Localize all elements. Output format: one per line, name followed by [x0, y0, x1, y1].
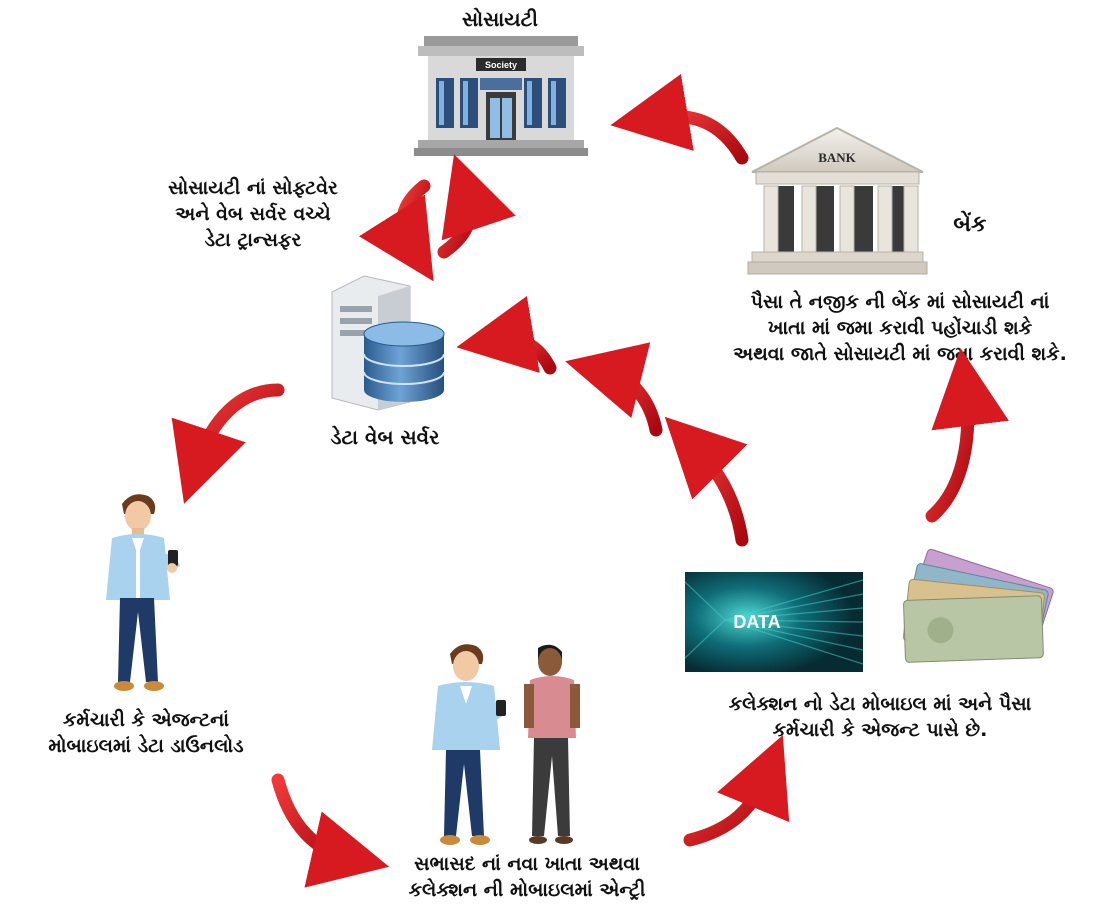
arrow-collection-to-server-1 [664, 416, 749, 547]
money-icon [890, 548, 1060, 676]
arrow-collection-to-server-2 [565, 342, 663, 437]
sync-label-line-1: સોસાયટી નાં સોફ્ટવેર [168, 177, 338, 199]
agent-with-member-figure [426, 640, 588, 850]
bank-title: બેંક [953, 212, 987, 237]
collection-line-1: કલેક્શન નો ડેટા મોબાઇલ માં અને પૈસા [728, 693, 1032, 715]
arrow-collection-to-bank [925, 348, 1009, 523]
sync-label: સોસાયટી નાં સોફ્ટવેર અને વેબ સર્વર વચ્ચે… [118, 176, 388, 253]
member-entry-label: સભાસદ નાં નવા ખાતા અથવા કલેક્શન ની મોબાઇ… [352, 852, 702, 904]
data-tile: DATA [685, 572, 863, 672]
arrow-collection-to-server-3 [456, 295, 557, 375]
sync-label-line-2: અને વેબ સર્વર વચ્ચે [175, 202, 331, 225]
arrow-society-to-server [358, 179, 434, 282]
arrow-member-to-collection [683, 735, 790, 847]
agent-download-line-1: કર્મચારી કે એજન્ટનાં [63, 709, 229, 731]
bank-deposit-line-1: પૈસા તે નજીક ની બેંક માં સોસાયટી નાં [750, 291, 1050, 313]
data-tile-label: DATA [733, 612, 780, 632]
arrow-server-to-society [437, 154, 516, 259]
collection-label: કલેક્શન નો ડેટા મોબાઇલ માં અને પૈસા કર્મ… [660, 692, 1100, 744]
bank-sign: BANK [818, 150, 856, 165]
member-entry-line-2: કલેક્શન ની મોબાઇલમાં એન્ટ્રી [408, 878, 646, 901]
society-title: સોસાયટી [461, 7, 539, 31]
society-building-icon: Society [414, 36, 588, 156]
server-icon [324, 272, 448, 412]
arrow-agent-to-member [271, 773, 390, 888]
agent-download-label: કર્મચારી કે એજન્ટનાં મોબાઇલમાં ડેટા ડાઉન… [16, 708, 276, 760]
server-title: ડેટા વેબ સર્વર [330, 425, 440, 449]
arrow-server-to-agent [171, 383, 285, 504]
bank-building-icon: BANK [747, 126, 928, 276]
agent-figure [98, 490, 194, 695]
sync-label-line-3: ડેટા ટ્રાન્સફર [204, 228, 302, 251]
collection-line-2: કર્મચારી કે એજન્ટ પાસે છે. [772, 718, 988, 741]
agent-download-line-2: મોબાઇલમાં ડેટા ડાઉનલોડ [48, 734, 244, 757]
member-entry-line-1: સભાસદ નાં નવા ખાતા અથવા [414, 853, 640, 875]
bank-deposit-line-2: ખાતા માં જમા કરાવી પહોંચાડી શકે [767, 316, 1033, 339]
arrow-bank-to-society [610, 73, 749, 165]
society-sign: Society [485, 60, 517, 70]
